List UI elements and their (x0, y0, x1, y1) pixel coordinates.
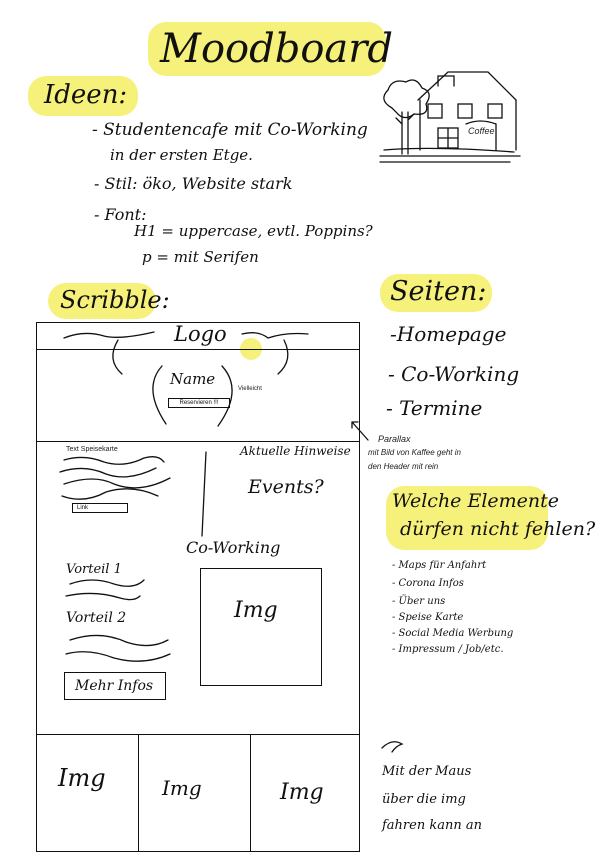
page-item-coworking: - Co-Working (388, 362, 520, 386)
ideas-heading: Ideen: (44, 80, 128, 110)
elements-highlight (386, 486, 548, 550)
gallery-image-1: Img (58, 764, 106, 792)
wireframe-hero (36, 350, 360, 442)
wireframe-maybe: Vielleicht (238, 386, 262, 392)
hover-note-1: Mit der Maus (382, 764, 472, 779)
wireframe-more-button[interactable]: Mehr Infos (64, 672, 166, 700)
wireframe-link-button[interactable]: Link (72, 503, 128, 513)
ideas-highlight (28, 76, 138, 116)
title-highlight (148, 22, 386, 76)
cafe-sign: Coffee (468, 126, 495, 136)
element-item-1: - Maps für Anfahrt (392, 560, 487, 571)
page-item-termine: - Termine (386, 396, 483, 420)
wireframe-header-bar (36, 322, 360, 350)
scribble-highlight (48, 283, 156, 319)
wireframe-image-label: Img (234, 598, 278, 623)
parallax-note-2: mit Bild von Kaffee geht in (368, 448, 461, 457)
idea-line-1: - Studentencafe mit Co-Working (92, 120, 368, 140)
wireframe-advantage-1: Vorteil 1 (66, 562, 122, 577)
more-info-label: Mehr Infos (75, 678, 154, 694)
wireframe-coworking: Co-Working (186, 538, 281, 557)
element-item-6: - Impressum / Job/etc. (392, 644, 504, 655)
element-item-2: - Corona Infos (392, 578, 464, 589)
gallery-cell-2 (138, 734, 139, 852)
element-item-4: - Speise Karte (392, 612, 464, 623)
element-item-5: - Social Media Werbung (392, 628, 514, 639)
hover-note-3: fahren kann an (382, 818, 482, 833)
pages-highlight (380, 274, 492, 312)
parallax-note-1: Parallax (378, 434, 411, 444)
gallery-image-2: Img (162, 776, 202, 800)
parallax-note-3: den Header mit rein (368, 462, 439, 471)
idea-line-3: - Stil: öko, Website stark (94, 174, 293, 193)
wireframe-name: Name (170, 370, 216, 388)
wireframe-menu-text: Text Speisekarte (66, 446, 118, 453)
wireframe-advantage-2: Vorteil 2 (66, 610, 127, 626)
scribble-heading: Scribble: (60, 286, 170, 314)
wireframe-events: Events? (248, 476, 324, 498)
element-item-3: - Über uns (392, 596, 446, 607)
reserve-button-label: Reservieren !!! (179, 400, 219, 406)
page-item-home: -Homepage (390, 322, 507, 346)
wireframe-image-box (200, 568, 322, 686)
elements-heading-1: Welche Elemente (392, 490, 560, 512)
wireframe-reserve-button[interactable]: Reservieren !!! (168, 398, 230, 408)
link-label: Link (77, 505, 89, 511)
gallery-image-3: Img (280, 780, 324, 805)
hover-note-2: über die img (382, 792, 466, 807)
elements-heading-2: dürfen nicht fehlen? (400, 518, 595, 540)
gallery-cell-3 (250, 734, 251, 852)
page-title: Moodboard (160, 26, 393, 72)
pages-heading: Seiten: (390, 276, 487, 307)
idea-line-2: in der ersten Etge. (110, 146, 253, 164)
wireframe-logo: Logo (174, 322, 227, 346)
idea-line-6: p = mit Serifen (142, 248, 259, 266)
idea-line-4: - Font: (94, 205, 147, 224)
idea-line-5: H1 = uppercase, evtl. Poppins? (134, 222, 373, 240)
wireframe-notices: Aktuelle Hinweise (240, 444, 351, 458)
